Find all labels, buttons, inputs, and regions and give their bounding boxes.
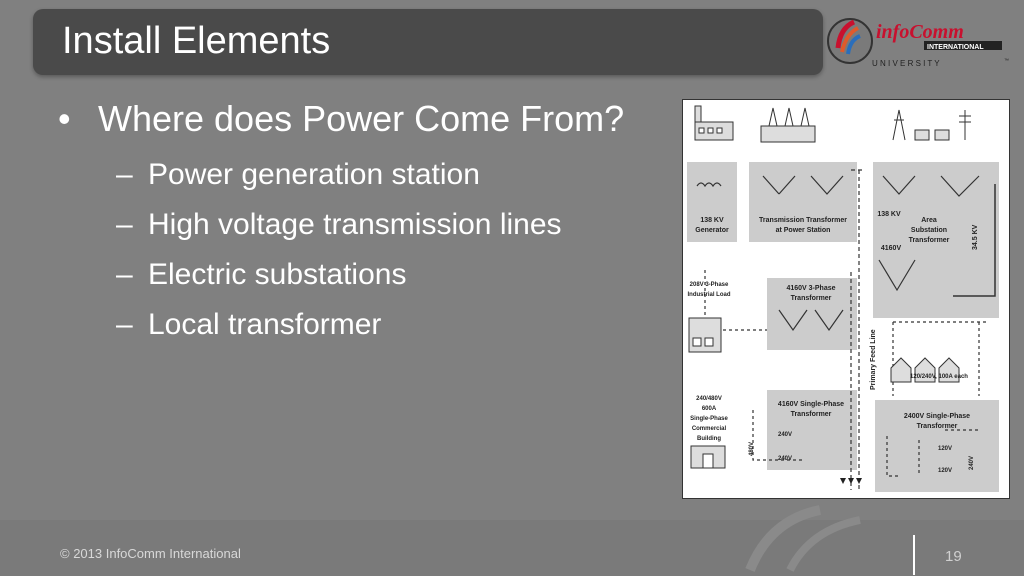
svg-text:Primary Feed Line: Primary Feed Line bbox=[870, 329, 877, 390]
dash-symbol: – bbox=[116, 308, 133, 341]
svg-text:Industrial Load: Industrial Load bbox=[687, 292, 730, 298]
svg-text:INTERNATIONAL: INTERNATIONAL bbox=[927, 44, 984, 51]
svg-text:4160V 3-Phase: 4160V 3-Phase bbox=[786, 285, 835, 292]
sub-item: –Electric substations bbox=[116, 250, 624, 300]
generator-box bbox=[687, 162, 737, 242]
svg-text:Transmission Transformer: Transmission Transformer bbox=[759, 217, 847, 224]
sub-item: –Local transformer bbox=[116, 300, 624, 350]
bullet-list: • Where does Power Come From? –Power gen… bbox=[58, 96, 624, 350]
bullet-symbol: • bbox=[58, 98, 71, 139]
svg-text:208V 3-Phase: 208V 3-Phase bbox=[690, 282, 729, 288]
svg-text:600A: 600A bbox=[702, 406, 717, 412]
page-number: 19 bbox=[945, 548, 962, 565]
power-distribution-diagram: 138 KV Generator Transmission Transformer… bbox=[682, 99, 1010, 499]
svg-text:at Power Station: at Power Station bbox=[776, 227, 831, 234]
svg-text:240V: 240V bbox=[778, 432, 792, 438]
svg-text:Generator: Generator bbox=[695, 227, 729, 234]
infocomm-logo: infoComm INTERNATIONAL U N I V E R S I T… bbox=[827, 18, 1009, 68]
svg-text:Single-Phase: Single-Phase bbox=[690, 416, 728, 422]
bullet-item: • Where does Power Come From? bbox=[58, 96, 624, 142]
copyright-text: © 2013 InfoComm International bbox=[60, 546, 241, 561]
svg-text:34.5 KV: 34.5 KV bbox=[972, 224, 979, 250]
svg-text:240V: 240V bbox=[969, 456, 975, 470]
sub-item: –High voltage transmission lines bbox=[116, 200, 624, 250]
svg-text:infoComm: infoComm bbox=[876, 21, 964, 43]
title-bar bbox=[33, 9, 823, 75]
svg-text:Transformer: Transformer bbox=[791, 295, 832, 302]
power-plant-icon bbox=[694, 105, 734, 141]
svg-text:Commercial: Commercial bbox=[692, 426, 727, 432]
svg-text:Substation: Substation bbox=[911, 227, 947, 234]
svg-text:Building: Building bbox=[697, 436, 721, 442]
transmission-transformer-box bbox=[749, 162, 857, 242]
house-icons bbox=[890, 357, 960, 383]
2400v-transformer-box bbox=[875, 400, 999, 492]
svg-text:Transformer: Transformer bbox=[917, 423, 958, 430]
svg-text:120V: 120V bbox=[938, 446, 952, 452]
svg-text:240V: 240V bbox=[778, 456, 792, 462]
svg-text:Transformer: Transformer bbox=[791, 411, 832, 418]
sub-item-text: Local transformer bbox=[148, 308, 382, 341]
substation-icon bbox=[760, 107, 816, 143]
svg-text:240/480V: 240/480V bbox=[696, 396, 722, 402]
dash-symbol: – bbox=[116, 208, 133, 241]
svg-text:Transformer: Transformer bbox=[909, 237, 950, 244]
tower-icon bbox=[892, 109, 971, 141]
sub-item-text: High voltage transmission lines bbox=[148, 208, 562, 241]
svg-text:Area: Area bbox=[921, 217, 937, 224]
watermark-logo-icon bbox=[745, 505, 861, 572]
industrial-building-icon bbox=[688, 317, 722, 353]
svg-text:4160V: 4160V bbox=[881, 245, 902, 252]
footer-band bbox=[0, 520, 1024, 576]
svg-text:U N I V E R S I T Y: U N I V E R S I T Y bbox=[872, 59, 940, 68]
svg-text:120/240V, 100A each: 120/240V, 100A each bbox=[910, 374, 968, 380]
svg-text:4160V Single-Phase: 4160V Single-Phase bbox=[778, 401, 844, 408]
single-phase-transformer-box bbox=[767, 390, 857, 470]
svg-text:480V: 480V bbox=[749, 442, 755, 456]
slide-title: Install Elements bbox=[62, 20, 331, 62]
svg-text:™: ™ bbox=[1004, 58, 1009, 64]
sub-item-text: Electric substations bbox=[148, 258, 407, 291]
footer-divider bbox=[913, 535, 915, 575]
svg-text:138 KV: 138 KV bbox=[877, 211, 901, 218]
svg-text:2400V Single-Phase: 2400V Single-Phase bbox=[904, 413, 970, 420]
commercial-building-icon bbox=[690, 445, 726, 469]
sub-item-text: Power generation station bbox=[148, 158, 480, 191]
dash-symbol: – bbox=[116, 158, 133, 191]
sub-item: –Power generation station bbox=[116, 150, 624, 200]
svg-text:120V: 120V bbox=[938, 468, 952, 474]
bullet-text: Where does Power Come From? bbox=[98, 98, 625, 139]
dash-symbol: – bbox=[116, 258, 133, 291]
svg-text:138 KV: 138 KV bbox=[700, 217, 724, 224]
